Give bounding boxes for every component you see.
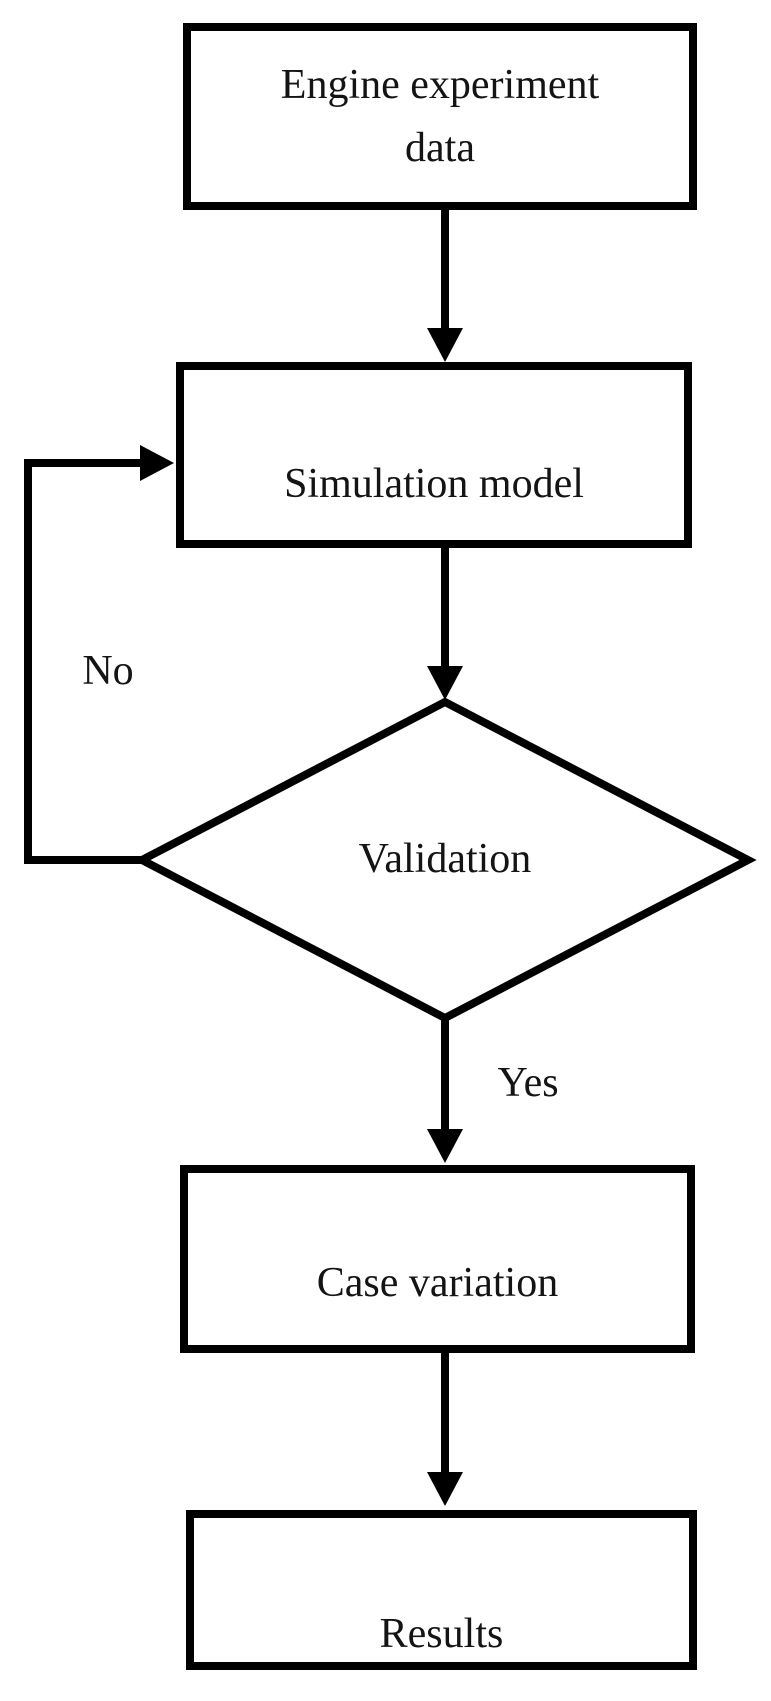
- arrow-validation-to-case-head: [427, 1129, 463, 1163]
- node-engine-experiment-data: Engine experiment data: [183, 23, 697, 210]
- node-simulation-model-label: Simulation model: [284, 461, 584, 507]
- node-simulation-model: Simulation model: [176, 362, 692, 548]
- node-case-variation: Case variation: [180, 1165, 695, 1353]
- edge-label-yes: Yes: [497, 1060, 559, 1106]
- arrow-simulation-to-validation-head: [427, 666, 463, 700]
- loop-validation-to-simulation-head: [140, 445, 174, 481]
- node-engine-experiment-data-label: Engine experiment data: [280, 61, 600, 171]
- arrow-engine-to-simulation-head: [427, 328, 463, 362]
- node-validation-label: Validation: [358, 836, 532, 882]
- edge-label-no: No: [82, 648, 134, 694]
- arrow-case-to-results-head: [427, 1472, 463, 1506]
- loop-validation-to-simulation-line: [24, 459, 142, 864]
- node-results-label: Results: [379, 1611, 504, 1657]
- node-case-variation-label: Case variation: [316, 1260, 559, 1306]
- node-results: Results: [186, 1510, 697, 1670]
